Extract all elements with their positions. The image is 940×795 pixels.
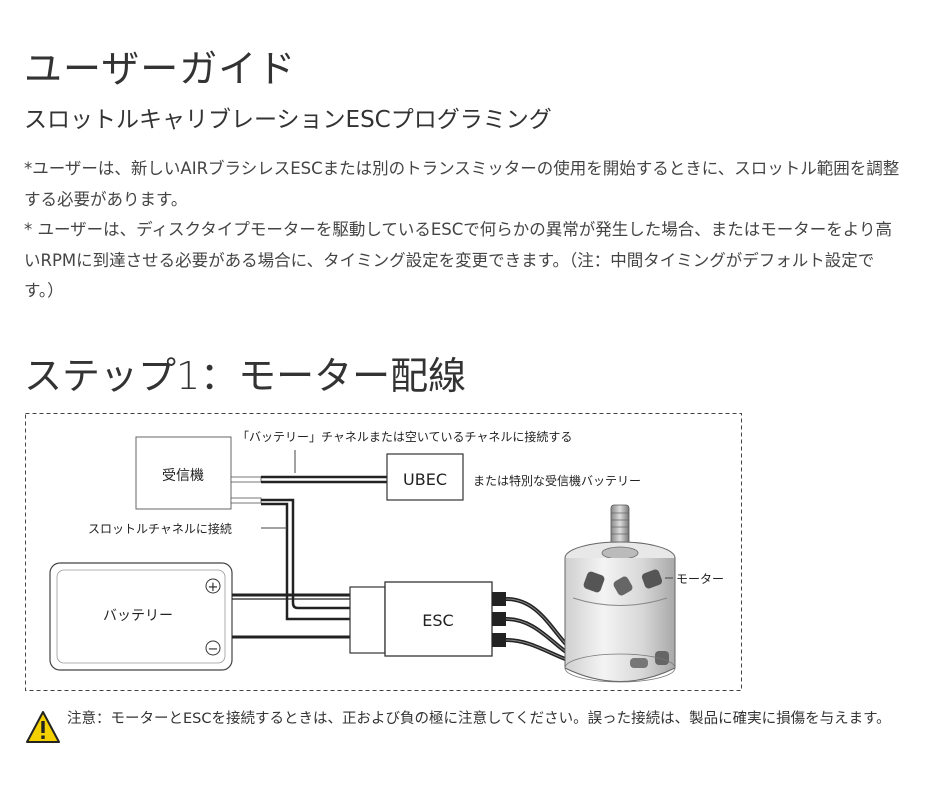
throttle-wire: [261, 498, 385, 610]
ubec-box: [386, 453, 464, 501]
motor-label: モーター: [676, 572, 724, 586]
esc-box: [384, 581, 493, 657]
step1-title: ステップ1：モーター配線: [24, 354, 467, 398]
receiver-connector-bottom: [230, 497, 262, 504]
intro-paragraph-1: *ユーザーは、新しいAIRブラシレスESCまたは別のトランスミッターの使用を開始…: [24, 159, 900, 209]
battery-box: [49, 562, 233, 671]
plus-sign: +: [208, 580, 219, 595]
diagram-frame: [25, 413, 742, 691]
page-subtitle: スロットルキャリブレーションESCプログラミング: [24, 107, 552, 133]
battery-label: バッテリー: [103, 608, 173, 624]
receiver-label: 受信機: [162, 468, 204, 484]
motor-illustration: [564, 504, 676, 683]
battery-plus-terminal: [205, 578, 221, 594]
ubec-note: または特別な受信機バッテリー: [473, 473, 641, 488]
intro-paragraph-2: * ユーザーは、ディスクタイプモーターを駆動しているESCで何らかの異常が発生し…: [24, 220, 892, 300]
receiver-box: [135, 436, 232, 510]
ubec-label: UBEC: [403, 470, 447, 489]
page-title: ユーザーガイド: [24, 47, 297, 91]
intro-text: *ユーザーは、新しいAIRブラシレスESCまたは別のトランスミッターの使用を開始…: [24, 154, 904, 307]
warning-text: 注意：モーターとESCを接続するときは、正および負の極に注意してください。誤った…: [67, 711, 891, 727]
throttle-note: スロットルチャネルに接続: [88, 521, 232, 536]
battery-channel-note: 「バッテリー」チャネルまたは空いているチャネルに接続する: [237, 429, 572, 444]
esc-connector-block: [349, 586, 386, 654]
esc-label: ESC: [422, 611, 453, 630]
warning-triangle-icon: [26, 711, 60, 743]
wiring-diagram: 受信機 「バッテリー」チャネルまたは空いているチャネルに接続する UBEC また…: [25, 413, 742, 691]
minus-sign: −: [208, 642, 219, 657]
receiver-connector-top: [230, 476, 262, 483]
battery-minus-terminal: [205, 640, 221, 656]
